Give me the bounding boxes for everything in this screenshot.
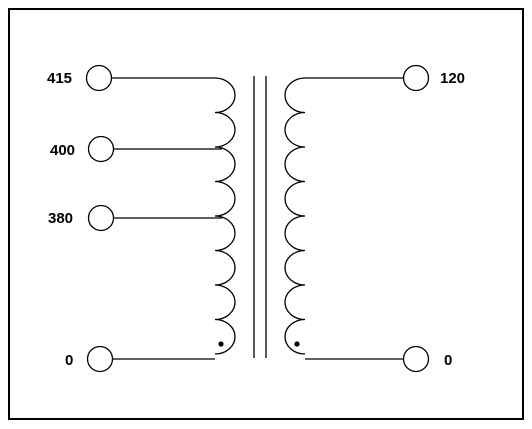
secondary-winding [284,77,306,355]
polarity-dot-secondary [294,341,300,347]
primary-tap-label-400: 400 [50,142,75,159]
terminal-secondary-0 [402,345,430,373]
primary-tap-label-415: 415 [47,70,72,87]
secondary-tap-label-120: 120 [440,70,465,87]
terminal-primary-380 [87,204,115,232]
diagram-frame [8,8,524,420]
primary-winding [214,77,236,355]
polarity-dot-primary [218,341,224,347]
terminal-primary-415 [85,64,113,92]
primary-tap-label-380: 380 [48,210,73,227]
terminal-primary-400 [87,135,115,163]
terminal-primary-0 [86,345,114,373]
primary-tap-label-0: 0 [65,352,73,369]
secondary-tap-label-0: 0 [444,352,452,369]
terminal-secondary-120 [402,64,430,92]
